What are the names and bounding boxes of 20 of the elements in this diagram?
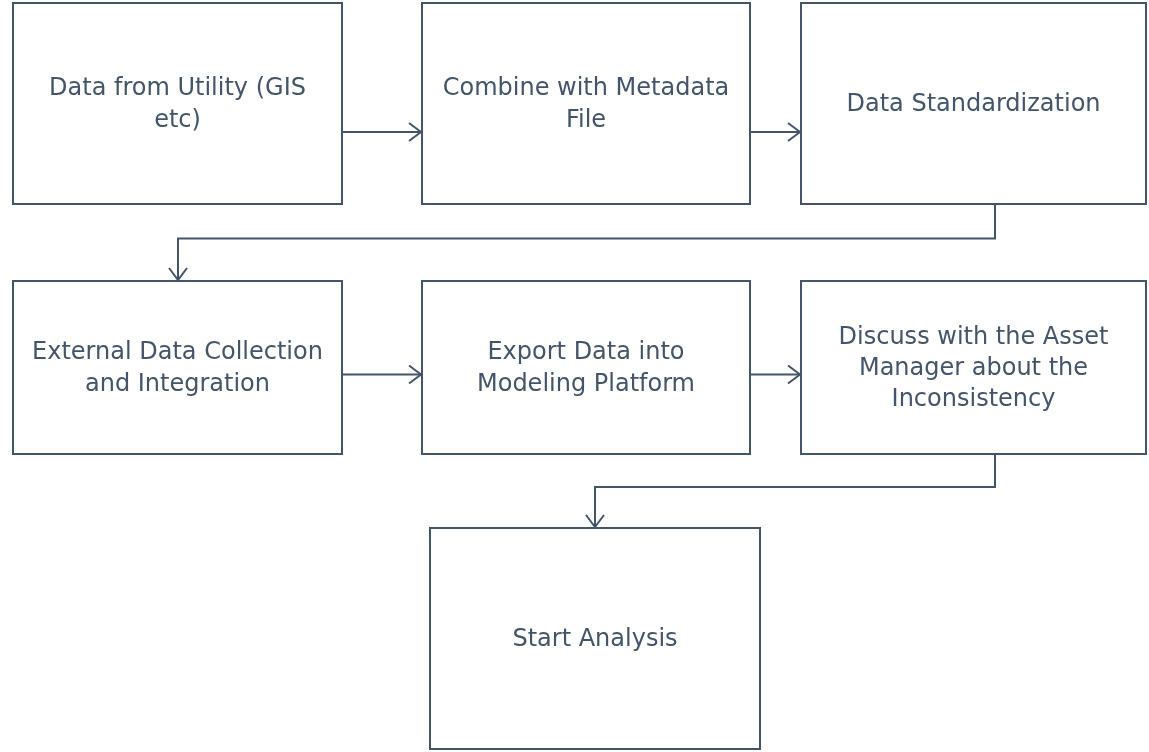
- arrow: [168, 204, 996, 281]
- process-box: [12, 2, 343, 205]
- process-label: Discuss with the Asset Manager about the Inconsistency: [837, 320, 1110, 415]
- process-label: Start Analysis: [511, 622, 679, 654]
- process-box: [800, 2, 1147, 205]
- arrow: [750, 122, 801, 142]
- process-label: Combine with Metadata File: [441, 72, 731, 135]
- arrow: [342, 122, 422, 142]
- arrow: [585, 454, 996, 528]
- process-label: Data from Utility (GIS etc): [48, 72, 307, 135]
- process-label: External Data Collection and Integration: [31, 336, 324, 399]
- process-box: [421, 280, 751, 455]
- process-label: Data Standardization: [845, 87, 1102, 119]
- process-box: [429, 527, 761, 750]
- arrow: [750, 364, 801, 385]
- arrow: [342, 364, 422, 385]
- process-label: Export Data into Modeling Platform: [476, 336, 696, 399]
- process-box: [12, 280, 343, 455]
- process-box: [421, 2, 751, 205]
- process-box: [800, 280, 1147, 455]
